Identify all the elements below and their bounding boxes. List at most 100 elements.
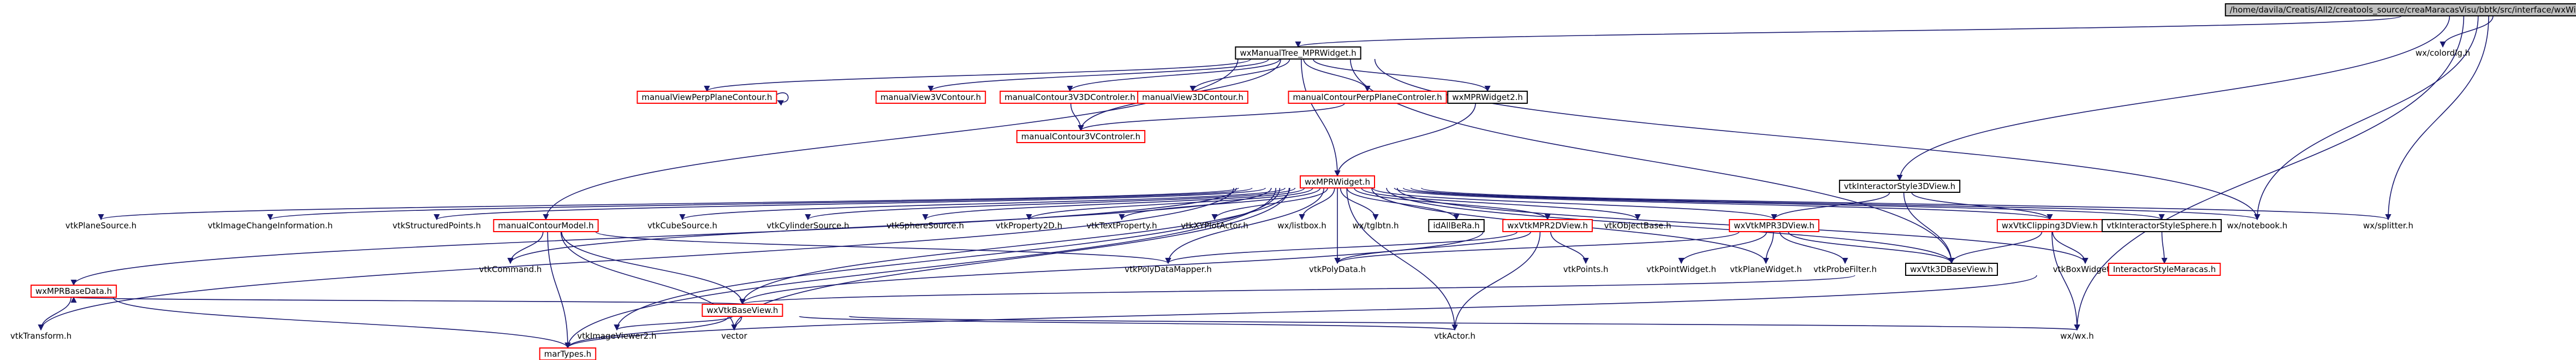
node-box bbox=[1428, 219, 1485, 232]
graph-node-issMaracas[interactable]: InteractorStyleMaracas.h bbox=[2108, 263, 2221, 276]
node-label: wx/colordlg.h bbox=[2416, 48, 2470, 58]
node-box bbox=[1447, 91, 1528, 104]
node-box bbox=[1235, 46, 1361, 60]
graph-node-contour3VCtrl[interactable]: manualContour3VControler.h bbox=[1016, 130, 1146, 143]
node-label: manualView3VContour.h bbox=[881, 92, 981, 102]
graph-node-cubeSource: vtkCubeSource.h bbox=[647, 221, 717, 231]
node-label: manualContourModel.h bbox=[498, 221, 593, 231]
node-label: manualContour3VControler.h bbox=[1021, 132, 1140, 141]
edge-mpr2d-to-polyData bbox=[1334, 231, 1531, 264]
graph-node-textProp: vtkTextProperty.h bbox=[1086, 221, 1157, 231]
graph-node-view3D[interactable]: manualView3DContour.h bbox=[1137, 91, 1248, 104]
edge-contourModel-to-vtkBaseView bbox=[561, 231, 746, 305]
graph-node-mprBaseData[interactable]: wxMPRBaseData.h bbox=[30, 285, 117, 298]
node-label: /home/davila/Creatis/All2/creatools_sour… bbox=[2230, 5, 2576, 15]
node-label: vtkPlaneSource.h bbox=[66, 221, 136, 231]
edge-manualTree-to-notebook bbox=[1374, 58, 2260, 221]
node-label: wx/wx.h bbox=[2060, 331, 2094, 341]
node-label: wx/notebook.h bbox=[2227, 221, 2288, 231]
graph-node-root[interactable]: /home/davila/Creatis/All2/creatools_sour… bbox=[2224, 3, 2576, 16]
graph-node-view3V[interactable]: manualView3VContour.h bbox=[875, 91, 986, 104]
node-box bbox=[875, 91, 986, 104]
edge-mpr2h-to-mprWidget bbox=[1334, 103, 1476, 177]
edge-mprBaseData-to-transform bbox=[38, 297, 72, 331]
node-box bbox=[1288, 91, 1447, 104]
graph-node-mpr2d[interactable]: wxVtkMPR2DView.h bbox=[1502, 219, 1593, 232]
edge-mprWidget-to-sphSource bbox=[922, 187, 1305, 221]
edge-manualTree-to-contourModel bbox=[543, 58, 1239, 221]
node-label: wx/listbox.h bbox=[1277, 221, 1326, 231]
node-label: manualView3DContour.h bbox=[1142, 92, 1244, 102]
graph-node-wxh: wx/wx.h bbox=[2060, 331, 2094, 341]
node-label: vtkImageViewer2.h bbox=[577, 331, 656, 341]
graph-node-prop2d: vtkProperty2D.h bbox=[996, 221, 1062, 231]
graph-node-idbbera[interactable]: idAllBeRa.h bbox=[1428, 219, 1485, 232]
edge-mprWidget-to-vector bbox=[731, 187, 1290, 331]
node-label: vtkObjectBase.h bbox=[1604, 221, 1671, 231]
edge-clip3d-to-wxh bbox=[2051, 231, 2080, 331]
graph-node-pointWidget: vtkPointWidget.h bbox=[1646, 264, 1716, 274]
graph-node-viewPerpPlane[interactable]: manualViewPerpPlaneContour.h bbox=[636, 91, 777, 104]
edge-iss-to-issMaracas bbox=[2161, 231, 2168, 264]
node-label: wx/splitter.h bbox=[2363, 221, 2413, 231]
node-label: vtkProperty2D.h bbox=[996, 221, 1062, 231]
graph-node-probeFilter: vtkProbeFilter.h bbox=[1813, 264, 1877, 274]
edge-mprWidget-to-structPts bbox=[433, 187, 1266, 221]
node-box bbox=[493, 219, 599, 232]
edge-manualTree-to-mpr2h bbox=[1312, 58, 1491, 92]
graph-node-manualTree[interactable]: wxManualTree_MPRWidget.h bbox=[1235, 46, 1361, 60]
graph-node-mpr2h[interactable]: wxMPRWidget2.h bbox=[1447, 91, 1528, 104]
node-box bbox=[1905, 263, 1998, 276]
graph-node-view3dBase[interactable]: wxVtk3DBaseView.h bbox=[1905, 263, 1998, 276]
graph-node-contour3V3D[interactable]: manualContour3V3DControler.h bbox=[1000, 91, 1140, 104]
node-label: wxMPRWidget.h bbox=[1305, 177, 1370, 187]
edge-mpr3d-to-pointWidget bbox=[1678, 231, 1768, 264]
node-box bbox=[1299, 175, 1376, 188]
node-label: vtkPlaneWidget.h bbox=[1730, 264, 1802, 274]
graph-node-iss[interactable]: vtkInteractorStyleSphere.h bbox=[2101, 219, 2222, 232]
graph-node-listbox: wx/listbox.h bbox=[1277, 221, 1326, 231]
edge-clip3d-to-view3dBase bbox=[1948, 231, 2043, 264]
graph-node-marTypes[interactable]: marTypes.h bbox=[539, 347, 597, 360]
graph-node-perpPlaneCtrl[interactable]: manualContourPerpPlaneControler.h bbox=[1288, 91, 1447, 104]
edge-mprWidget-to-polyMapper bbox=[1165, 187, 1324, 264]
edge-mpr2d-to-vtkBaseView bbox=[739, 231, 1484, 305]
graph-node-iss3d[interactable]: vtkInteractorStyle3DView.h bbox=[1839, 180, 1961, 193]
node-label: InteractorStyleMaracas.h bbox=[2113, 264, 2216, 274]
node-label: wxManualTree_MPRWidget.h bbox=[1240, 48, 1356, 58]
edge-mprWidget-to-transform bbox=[38, 187, 1234, 331]
edge-mprWidget-to-command bbox=[507, 187, 1272, 264]
graph-node-mpr3d[interactable]: wxVtkMPR3DView.h bbox=[1729, 219, 1819, 232]
node-label: wxVtkBaseView.h bbox=[707, 305, 778, 315]
node-label: manualViewPerpPlaneContour.h bbox=[641, 92, 772, 102]
edge-iss3d-to-clip3d bbox=[1911, 192, 2053, 221]
graph-node-transform: vtkTransform.h bbox=[10, 331, 72, 341]
graph-node-planeWidget: vtkPlaneWidget.h bbox=[1730, 264, 1802, 274]
node-label: wxMPRBaseData.h bbox=[35, 286, 112, 296]
graph-node-imgViewer2: vtkImageViewer2.h bbox=[577, 331, 656, 341]
edge-mprWidget-to-clip3d bbox=[1394, 187, 2053, 221]
node-label: vtkPolyData.h bbox=[1309, 264, 1366, 274]
graph-node-polyMapper: vtkPolyDataMapper.h bbox=[1125, 264, 1211, 274]
node-label: marTypes.h bbox=[544, 349, 592, 359]
node-label: wxVtkMPR3DView.h bbox=[1734, 221, 1814, 231]
graph-node-vtkBaseView[interactable]: wxVtkBaseView.h bbox=[701, 304, 783, 317]
node-label: vtkTransform.h bbox=[10, 331, 72, 341]
graph-node-mprWidget[interactable]: wxMPRWidget.h bbox=[1299, 175, 1376, 188]
edge-mpr3d-to-polyData bbox=[1334, 231, 1740, 264]
edge-vtkBaseView-to-vector bbox=[731, 316, 742, 331]
edge-mprWidget-to-marTypes bbox=[564, 187, 1276, 349]
graph-node-command: vtkCommand.h bbox=[479, 264, 542, 274]
graph-node-tglbtn: wx/tglbtn.h bbox=[1353, 221, 1399, 231]
graph-node-xyPlot: vtkXYPlotActor.h bbox=[1181, 221, 1248, 231]
edge-manualTree-to-view3D bbox=[1189, 58, 1290, 92]
graph-node-clip3d[interactable]: wxVtkClipping3DView.h bbox=[1996, 219, 2103, 232]
edge-view3dBase-to-vtkBaseView bbox=[740, 275, 1855, 305]
node-label: vtkCylinderSource.h bbox=[766, 221, 849, 231]
node-box bbox=[1729, 219, 1819, 232]
graph-node-contourModel[interactable]: manualContourModel.h bbox=[493, 219, 599, 232]
edge-issMaracas-to-marTypes bbox=[564, 275, 2037, 349]
edge-vtkBaseView-to-actor bbox=[799, 316, 1457, 331]
node-label: wx/tglbtn.h bbox=[1353, 221, 1399, 231]
